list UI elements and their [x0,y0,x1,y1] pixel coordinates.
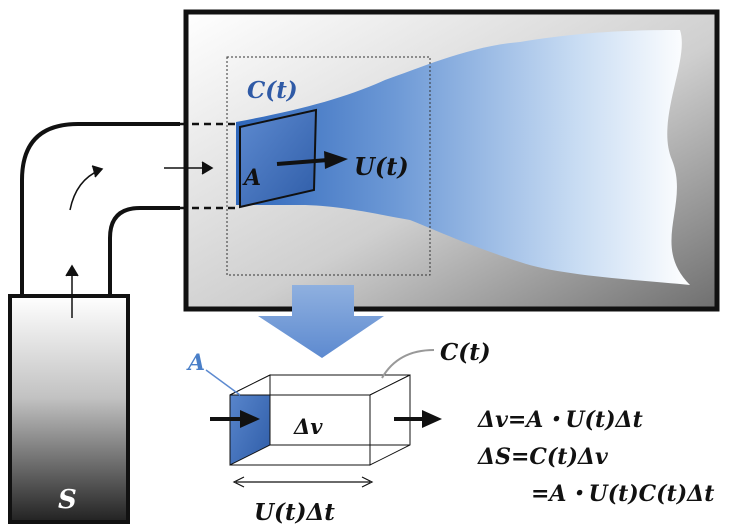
plume [236,30,690,285]
control-volume-outline [226,56,431,276]
box-area-label: A [186,350,205,376]
box-volume-label: Δv [293,414,323,439]
box-concentration-pointer [381,349,435,379]
equation-line-3: =A・U(t)C(t)Δt [531,481,714,507]
flow-arrows [65,161,214,318]
box-flow-arrows [210,410,442,428]
box-area-pointer [205,369,241,396]
source-label: S [58,485,77,515]
pipe [20,122,180,296]
velocity-arrow [276,151,348,169]
source-block [8,294,130,524]
box-concentration-label: C(t) [440,339,491,366]
plume-area-label: A [242,165,261,191]
equation-line-2: ΔS=C(t)Δv [477,444,608,470]
plume-velocity-label: U(t) [354,152,409,181]
cross-section-area [239,108,318,209]
length-dimension [232,476,374,488]
zoom-arrow [258,285,384,358]
box-length-label: U(t)Δt [254,499,335,526]
equation-line-1: Δv=A・U(t)Δt [477,407,643,433]
plume-contour-label: C(t) [247,77,298,104]
